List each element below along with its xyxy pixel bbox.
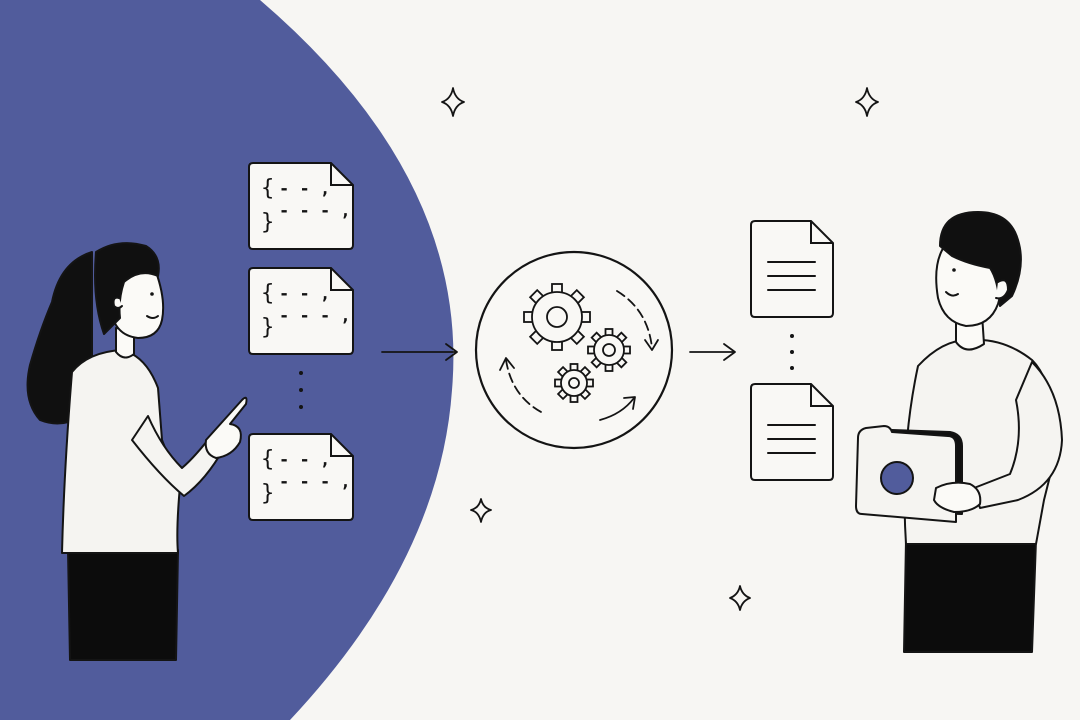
- vertical-ellipsis: [299, 371, 303, 409]
- arrow-right-icon: [381, 343, 458, 361]
- arm: [973, 361, 1063, 509]
- json-line: - - - ,: [279, 306, 351, 326]
- smile: [146, 315, 159, 319]
- smile: [945, 291, 959, 297]
- json-file-icon: { - - , } - - - ,: [248, 162, 354, 250]
- brace-close: }: [261, 315, 274, 340]
- arrow-right-icon: [689, 343, 736, 361]
- vertical-ellipsis: [790, 334, 794, 370]
- document-icon: [750, 220, 834, 318]
- json-file-icon: { - - , } - - - ,: [248, 433, 354, 521]
- pants: [67, 549, 179, 661]
- json-line: - - ,: [279, 179, 330, 199]
- ear: [112, 296, 123, 309]
- pants: [903, 539, 1037, 653]
- json-line: - - ,: [279, 450, 330, 470]
- cycle-arrow-icon: [499, 290, 659, 421]
- processing-circle: [474, 250, 674, 450]
- json-line: - - ,: [279, 284, 330, 304]
- man-character: [855, 211, 1063, 653]
- hair-front: [94, 242, 160, 335]
- woman-character: [26, 242, 248, 661]
- sparkle-icon: [855, 87, 879, 117]
- eye: [150, 292, 154, 296]
- gear-icon: [554, 363, 594, 403]
- gear-icon: [587, 328, 631, 372]
- brace-open: {: [261, 176, 274, 201]
- brace-open: {: [261, 281, 274, 306]
- json-line: - - - ,: [279, 201, 351, 221]
- brace-open: {: [261, 447, 274, 472]
- hand: [933, 481, 982, 513]
- sparkle-icon: [441, 87, 465, 117]
- json-file-icon: { - - , } - - - ,: [248, 267, 354, 355]
- json-line: - - - ,: [279, 472, 351, 492]
- sparkle-icon: [729, 585, 751, 611]
- document-icon: [750, 383, 834, 481]
- sparkles: [441, 87, 879, 611]
- brace-close: }: [261, 210, 274, 235]
- json-files-column: { - - , } - - - , { - - , } - - - , { - …: [248, 162, 354, 521]
- output-documents-column: [750, 220, 834, 481]
- hand: [204, 396, 248, 459]
- ear: [995, 279, 1009, 300]
- sparkle-icon: [470, 498, 492, 523]
- eye: [952, 268, 956, 272]
- gear-icon: [523, 283, 591, 351]
- brace-close: }: [261, 481, 274, 506]
